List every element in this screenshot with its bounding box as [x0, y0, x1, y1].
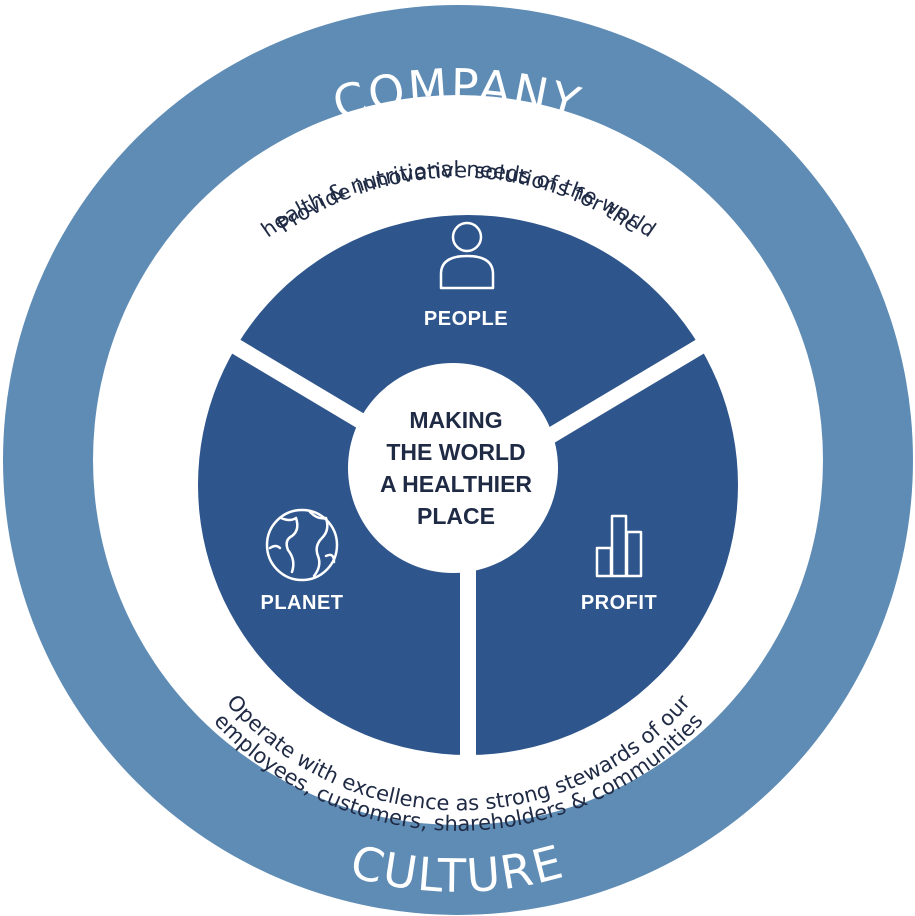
center-line-4: PLACE [417, 503, 495, 529]
profit-label: PROFIT [581, 592, 657, 614]
person-icon [439, 221, 495, 290]
planet-label: PLANET [261, 592, 344, 614]
people-segment: PEOPLE [424, 221, 508, 330]
center-line-3: A HEALTHIER [380, 471, 532, 497]
planet-segment: PLANET [261, 508, 344, 614]
center-line-2: THE WORLD [386, 439, 525, 465]
bar-chart-icon [595, 514, 643, 578]
globe-icon [265, 508, 339, 582]
center-circle [348, 363, 558, 573]
center-line-1: MAKING [409, 407, 502, 433]
profit-segment: PROFIT [581, 514, 657, 614]
people-label: PEOPLE [424, 308, 508, 330]
